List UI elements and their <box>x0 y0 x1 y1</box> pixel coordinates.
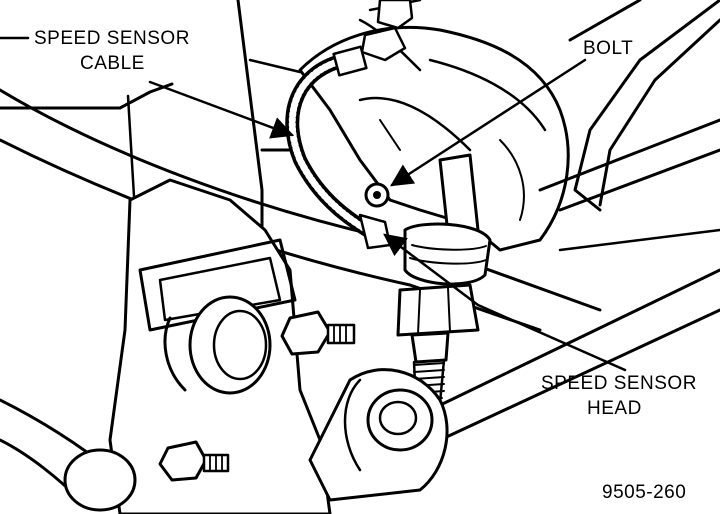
leader-lines <box>0 36 627 372</box>
label-bolt: BOLT <box>583 38 633 59</box>
speed-sensor-cable <box>285 45 392 250</box>
figure-number: 9505-260 <box>602 482 686 503</box>
bolt-leader-line <box>390 58 587 187</box>
lower-bushing <box>308 368 449 502</box>
head-leader-line <box>383 233 627 372</box>
label-speed-sensor-head-2: HEAD <box>587 398 642 419</box>
label-speed-sensor-cable-1: SPEED SENSOR <box>34 28 190 49</box>
lower-linkage <box>0 398 230 512</box>
retaining-bolt <box>364 182 390 208</box>
label-speed-sensor-head-1: SPEED SENSOR <box>541 373 697 394</box>
mount-bracket <box>108 178 356 514</box>
label-speed-sensor-cable-2: CABLE <box>80 53 145 74</box>
cable-leader-line <box>148 80 295 139</box>
callout-labels: SPEED SENSOR CABLE BOLT SPEED SENSOR HEA… <box>34 28 697 503</box>
brake-lines <box>428 0 720 442</box>
